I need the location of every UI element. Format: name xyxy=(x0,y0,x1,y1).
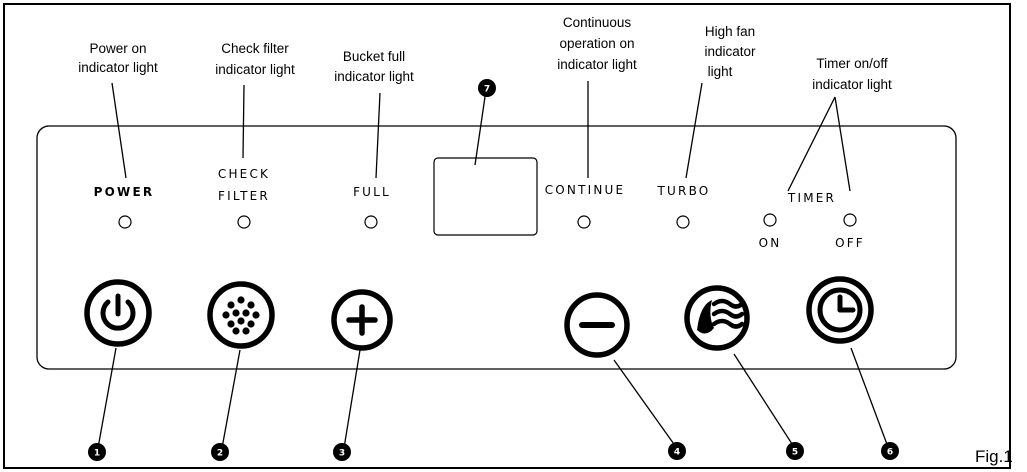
panel-label-filter: FILTER xyxy=(218,189,270,203)
plus-button[interactable] xyxy=(331,289,393,351)
panel-label-off: OFF xyxy=(835,236,865,250)
callout-power-line-1: Power on xyxy=(89,41,146,56)
callout-timer-line-2: indicator light xyxy=(812,77,892,92)
number-badges: 1 2 3 4 5 6 7 xyxy=(88,79,899,461)
timer-on-indicator-light xyxy=(763,213,777,227)
panel-label-check: CHECK xyxy=(218,167,270,181)
callout-check-line-1: Check filter xyxy=(221,41,289,56)
leader-lines xyxy=(97,81,889,449)
number-label-7: 7 xyxy=(484,85,490,95)
panel-label-power: POWER xyxy=(94,185,155,199)
callout-turbo-line-1: High fan xyxy=(705,24,755,39)
callout-power-line-2: indicator light xyxy=(78,60,158,75)
minus-button[interactable] xyxy=(564,292,630,358)
timer-off-indicator-light xyxy=(843,213,857,227)
number-badge-4 xyxy=(668,442,686,460)
figure-frame xyxy=(3,3,1011,469)
continue-indicator-light xyxy=(577,215,591,229)
number-label-1: 1 xyxy=(94,449,100,459)
timer-button[interactable] xyxy=(806,276,874,344)
callout-full-line-2: indicator light xyxy=(334,69,414,84)
number-badge-7 xyxy=(478,79,496,97)
turbo-indicator-light xyxy=(676,215,690,229)
number-label-4: 4 xyxy=(674,448,680,458)
power-button[interactable] xyxy=(84,279,152,347)
panel-label-full: FULL xyxy=(353,185,391,199)
number-label-6: 6 xyxy=(887,448,893,458)
callout-continuous-line-2: operation on xyxy=(559,36,634,51)
callout-continuous-line-3: indicator light xyxy=(557,57,637,72)
control-panel xyxy=(36,125,957,370)
power-icon xyxy=(100,293,136,331)
callout-full-line-1: Bucket full xyxy=(343,49,405,64)
panel-label-on: ON xyxy=(759,236,782,250)
number-label-2: 2 xyxy=(217,449,223,459)
check-filter-indicator-light xyxy=(237,215,251,229)
callout-check-line-2: indicator light xyxy=(215,62,295,77)
number-badge-5 xyxy=(786,442,804,460)
figure-label: Fig.1 xyxy=(975,447,1013,466)
number-label-3: 3 xyxy=(339,449,345,459)
filter-dots-icon xyxy=(222,296,260,335)
panel-label-continue: CONTINUE xyxy=(545,183,626,197)
full-indicator-light xyxy=(364,215,378,229)
turbo-fan-button[interactable] xyxy=(684,285,750,351)
callout-timer-line-1: Timer on/off xyxy=(816,56,888,71)
number-badge-2 xyxy=(211,443,229,461)
number-badge-6 xyxy=(881,442,899,460)
callout-continuous-line-1: Continuous xyxy=(563,15,632,30)
number-badge-1 xyxy=(88,443,106,461)
filter-button[interactable] xyxy=(207,281,275,349)
number-badge-3 xyxy=(333,443,351,461)
plus-icon xyxy=(346,304,378,336)
number-label-5: 5 xyxy=(792,448,798,458)
clock-icon xyxy=(817,287,863,333)
display-window xyxy=(433,157,538,236)
panel-label-timer: TIMER xyxy=(787,191,836,205)
callout-turbo-line-3: light xyxy=(708,64,733,79)
panel-label-turbo: TURBO xyxy=(657,184,711,198)
fan-waves-icon xyxy=(697,298,745,334)
callout-turbo-line-2: indicator xyxy=(704,44,756,59)
power-indicator-light xyxy=(118,215,132,229)
